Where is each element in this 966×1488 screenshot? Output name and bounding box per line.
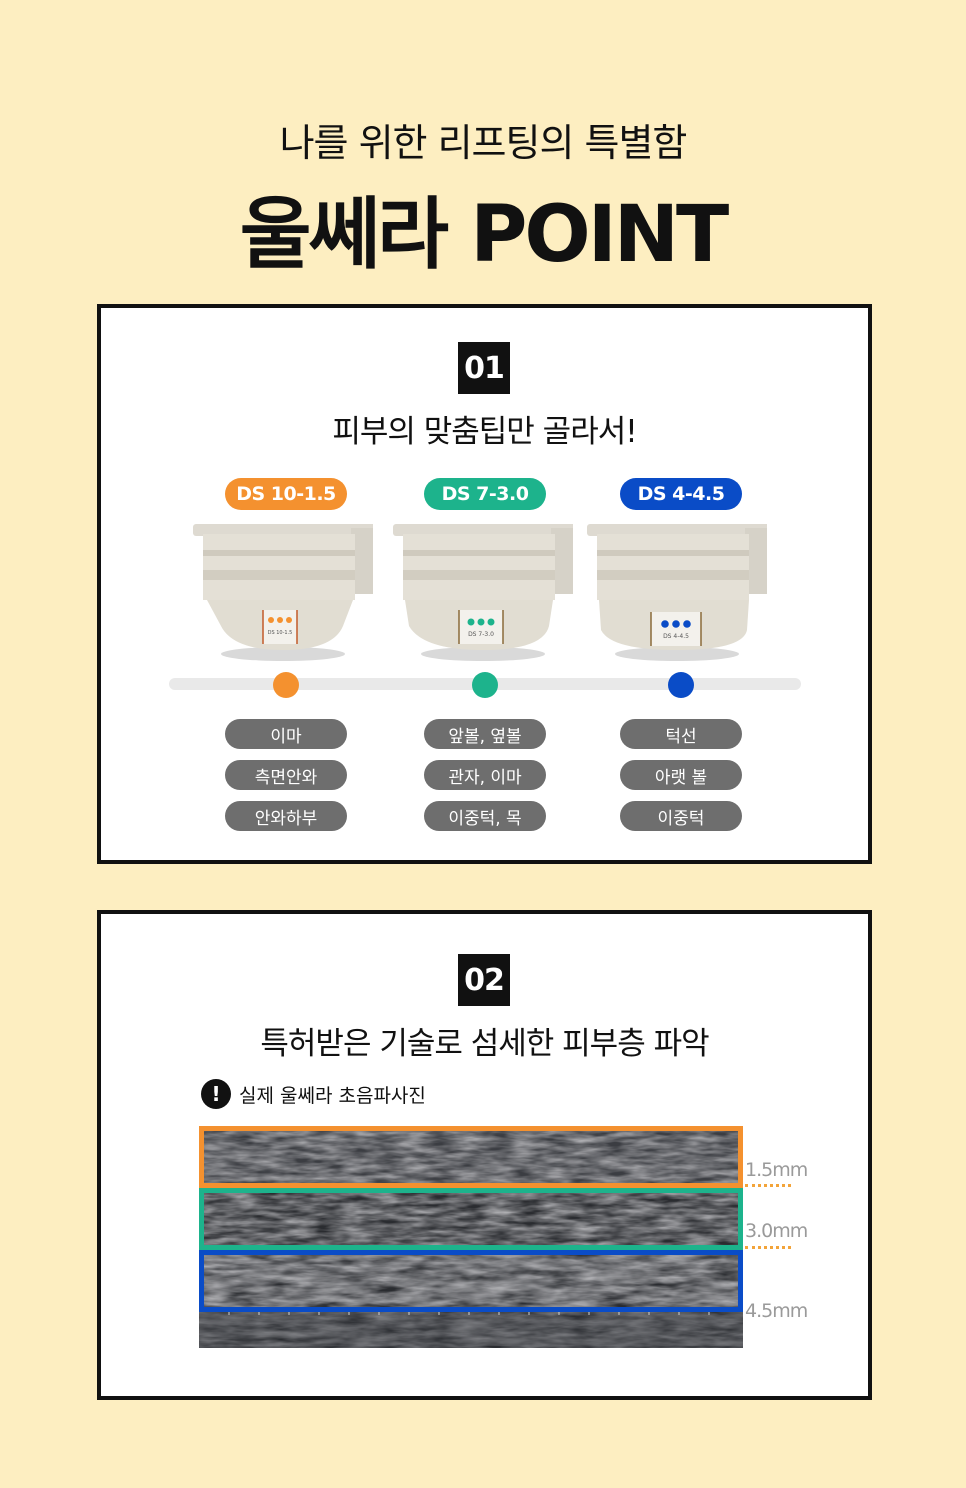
area-tag: 이마 xyxy=(225,719,347,749)
tip-selection-card: 01 피부의 맞춤팁만 골라서! DS 10-1.5 DS 7-3.0 DS 4… xyxy=(97,304,872,864)
depth-band-3-0mm xyxy=(199,1188,743,1250)
ultrasound-image xyxy=(199,1126,743,1348)
area-tag: 관자, 이마 xyxy=(424,760,546,790)
section-number-badge: 02 xyxy=(458,954,510,1006)
area-tag: 턱선 xyxy=(620,719,742,749)
depth-band-4-5mm xyxy=(199,1250,743,1312)
section-heading: 특허받은 기술로 섬세한 피부층 파악 xyxy=(260,1026,709,1062)
area-tag: 안와하부 xyxy=(225,801,347,831)
device-label-ds7: DS 7-3.0 xyxy=(468,631,494,638)
tip-label-ds10: DS 10-1.5 xyxy=(225,478,347,510)
device-label-ds10: DS 10-1.5 xyxy=(268,630,293,636)
timeline-dot-ds7 xyxy=(472,672,498,698)
timeline-dot-ds10 xyxy=(273,672,299,698)
notice: ! 실제 울쎄라 초음파사진 xyxy=(201,1079,426,1109)
timeline-dot-ds4 xyxy=(668,672,694,698)
area-tag: 앞볼, 옆볼 xyxy=(424,719,546,749)
page-title: 울쎄라 POINT xyxy=(239,190,729,280)
depth-label-1-5mm: 1.5mm xyxy=(745,1159,808,1181)
tip-label-ds4: DS 4-4.5 xyxy=(620,478,742,510)
depth-label-4-5mm: 4.5mm xyxy=(745,1300,808,1322)
depth-band-1-5mm xyxy=(199,1126,743,1188)
section-number-badge: 01 xyxy=(458,342,510,394)
depth-divider xyxy=(745,1184,791,1187)
transducer-ds4-image: DS 4-4.5 xyxy=(587,524,767,661)
area-tag: 이중턱 xyxy=(620,801,742,831)
area-tag: 측면안와 xyxy=(225,760,347,790)
transducer-ds10-image: DS 10-1.5 xyxy=(193,524,373,661)
depth-divider xyxy=(745,1246,791,1249)
section-heading: 피부의 맞춤팁만 골라서! xyxy=(332,414,637,450)
exclamation-icon: ! xyxy=(201,1079,231,1109)
tip-label-ds7: DS 7-3.0 xyxy=(424,478,546,510)
depth-label-3-0mm: 3.0mm xyxy=(745,1220,808,1242)
device-label-ds4: DS 4-4.5 xyxy=(663,633,689,640)
page-subtitle: 나를 위한 리프팅의 특별함 xyxy=(279,121,688,165)
transducer-ds7-image: DS 7-3.0 xyxy=(393,524,573,661)
area-tag: 아랫 볼 xyxy=(620,760,742,790)
ultrasound-card: 02 특허받은 기술로 섬세한 피부층 파악 ! 실제 울쎄라 초음파사진 xyxy=(97,910,872,1400)
area-tag: 이중턱, 목 xyxy=(424,801,546,831)
notice-text: 실제 울쎄라 초음파사진 xyxy=(239,1084,426,1107)
